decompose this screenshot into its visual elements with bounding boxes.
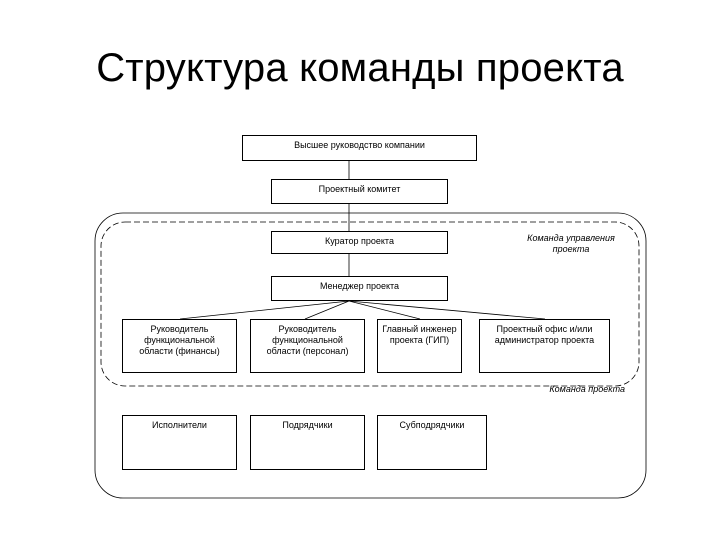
box-top-management: Высшее руководство компании (242, 135, 477, 161)
box-steering-committee: Проектный комитет (271, 179, 448, 204)
box-executors: Исполнители (122, 415, 237, 470)
connector-manager-to-finance (179, 300, 350, 320)
slide-title: Структура команды проекта (96, 46, 624, 90)
box-project-sponsor: Куратор проекта (271, 231, 448, 254)
connector-manager-to-chief-engineer (348, 300, 421, 320)
box-contractors: Подрядчики (250, 415, 365, 470)
box-project-manager: Менеджер проекта (271, 276, 448, 301)
box-subcontractors: Субподрядчики (377, 415, 487, 470)
project-team-boundary (94, 212, 647, 499)
box-chief-engineer: Главный инженер проекта (ГИП) (377, 319, 462, 373)
management-team-boundary (100, 221, 640, 387)
connector-manager-to-personnel (304, 300, 350, 320)
label-management-team: Команда управления проекта (527, 233, 615, 254)
box-functional-head-personnel: Руководитель функциональной области (пер… (250, 319, 365, 373)
box-project-office: Проектный офис и/или администратор проек… (479, 319, 610, 373)
label-project-team: Команда проекта (549, 384, 625, 394)
box-functional-head-finance: Руководитель функциональной области (фин… (122, 319, 237, 373)
connector-manager-to-project-office (348, 300, 546, 320)
